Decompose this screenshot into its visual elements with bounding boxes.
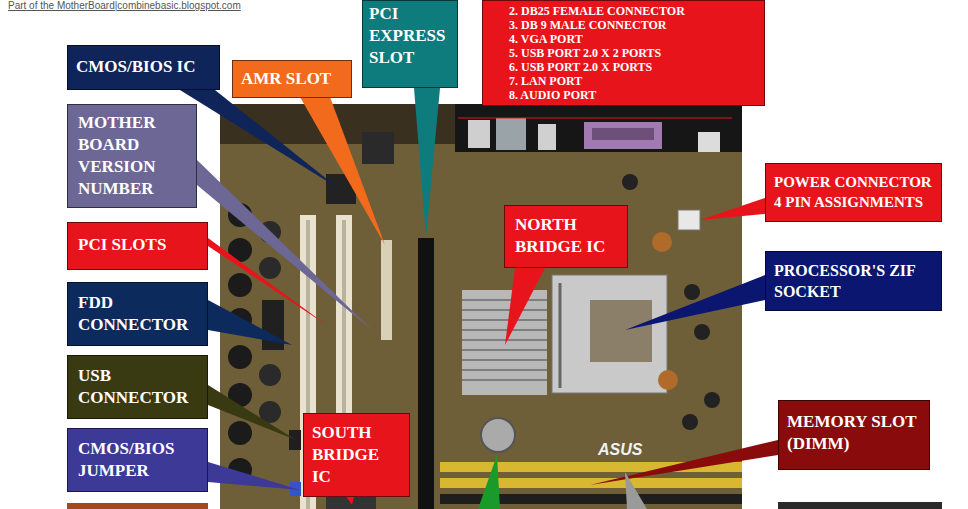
callout-text: SOUTH BRIDGE IC [312,422,401,488]
callout-text: PCI EXPRESS SLOT [369,3,451,69]
callout-text: PCI SLOTS [78,234,197,256]
io-chip [362,132,394,164]
leader-line [458,118,732,119]
callout-text: 3. DB 9 MALE CONNECTOR [509,18,758,32]
callout-box: PROCESSOR'S ZIF SOCKET [765,251,942,311]
callout-box: POWER CONNECTOR 4 PIN ASSIGNMENTS [765,163,942,222]
callout-box: CMOS/BIOS IC [67,45,220,90]
power-connector [678,210,700,230]
northbridge-heatsink [462,290,547,395]
amr-slot [381,240,392,340]
board-photo [220,104,742,509]
leader-pointer [208,462,300,490]
socket-lever [559,283,562,388]
vga-port [698,132,720,152]
leader-pointer [208,385,296,440]
leader-pointer [700,198,765,220]
leader-pointer [208,300,292,345]
capacitor [684,284,700,300]
port-list-box: 2. DB25 FEMALE CONNECTOR3. DB 9 MALE CON… [482,0,765,106]
callout-text: USB CONNECTOR [78,365,197,409]
usb-port [538,124,556,150]
callout-text: CMOS/BIOS JUMPER [78,438,197,482]
callout-box: AMR SLOT [232,60,352,98]
leader-pointer [300,97,385,245]
callout-text: CMOS/BIOS IC [76,56,211,78]
leader-pointer [625,472,647,509]
cpu-socket [552,275,667,393]
callout-box: USB CONNECTOR [67,355,208,419]
rear-io-area [455,104,742,152]
capacitor [682,414,698,430]
callout-text: FDD CONNECTOR [78,292,197,336]
callout-box: PCI SLOTS [67,222,208,270]
callout-text: 6. USB PORT 2.0 X PORTS [509,60,758,74]
capacitor [622,174,638,190]
leader-pointer [505,268,545,345]
callout-text: POWER CONNECTOR 4 PIN ASSIGNMENTS [774,172,933,212]
callout-text: AMR SLOT [241,69,343,89]
callout-box: NORTH BRIDGE IC [504,205,628,268]
callout-text: 2. DB25 FEMALE CONNECTOR [509,4,758,18]
cut-callout-box [778,502,942,509]
leader-pointer [478,455,500,509]
callout-box: FDD CONNECTOR [67,282,208,346]
usb-header [289,430,301,450]
lan-port [496,118,526,150]
callout-box: CMOS/BIOS JUMPER [67,428,208,492]
callout-text: NORTH BRIDGE IC [515,214,617,258]
capacitor [694,324,710,340]
capacitor [259,364,281,386]
dimm-slot [440,478,742,488]
cpu-pin-field [590,300,652,362]
parallel-port-pins [592,128,654,140]
leader-pointer [197,160,372,330]
callout-box: PCI EXPRESS SLOT [362,0,458,88]
capacitor [704,392,720,408]
audio-jack [468,120,490,148]
callout-text: 8. AUDIO PORT [509,88,758,102]
parallel-port [584,122,662,149]
capacitor [228,421,252,445]
callout-text: MEMORY SLOT (DIMM) [787,411,921,455]
inductor [658,370,678,390]
leader-pointer [414,88,440,238]
callout-box: SOUTH BRIDGE IC [303,413,410,497]
cut-callout-box [67,503,208,509]
callout-box: MEMORY SLOT (DIMM) [778,400,930,470]
capacitor [259,257,281,279]
callout-text: PROCESSOR'S ZIF SOCKET [774,260,933,302]
leader-pointer [625,275,765,330]
capacitor [228,345,252,369]
pcie-slot [418,238,434,509]
callout-text: 5. USB PORT 2.0 X 2 PORTS [509,46,758,60]
callout-text: 7. LAN PORT [509,74,758,88]
callout-text: 4. VGA PORT [509,32,758,46]
capacitor [228,273,252,297]
source-credit: Part of the MotherBoard|combinebasic.blo… [8,0,241,12]
cmos-battery [481,418,515,452]
brand-logo: ASUS [598,441,642,459]
heatsink-fins [462,300,547,380]
callout-text: MOTHER BOARD VERSION NUMBER [78,112,186,200]
inductor [652,232,672,252]
leader-pointer [590,440,778,485]
callout-box: MOTHER BOARD VERSION NUMBER [67,104,197,208]
